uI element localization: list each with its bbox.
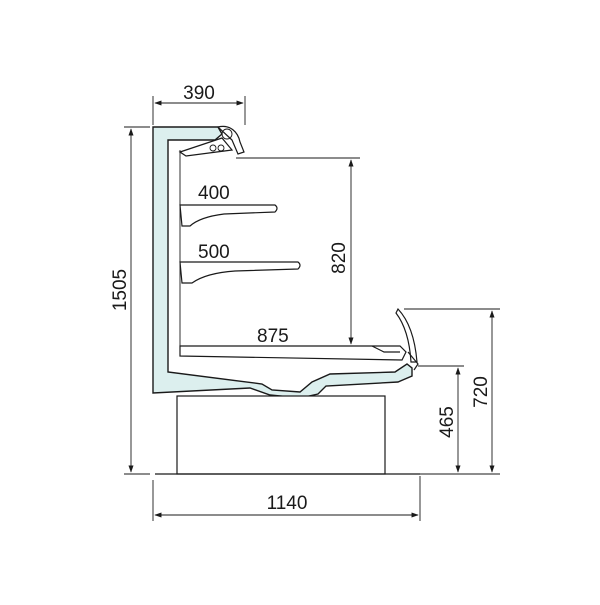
- canopy-hinge: [216, 125, 245, 155]
- dim-390-label: 390: [183, 83, 215, 104]
- dim-465-label: 465: [437, 406, 458, 438]
- dim-1505-label: 1505: [110, 269, 131, 311]
- hinge-pin: [221, 128, 233, 140]
- base-depth-label: 875: [257, 326, 289, 347]
- canopy-light: [178, 137, 234, 157]
- dim-820-label: 820: [329, 242, 350, 274]
- dim-720-label: 720: [471, 376, 492, 408]
- base-plinth: [176, 395, 386, 475]
- light-bulb-2: [217, 144, 225, 152]
- shelf-2: [179, 261, 301, 284]
- base-deck: [179, 345, 407, 361]
- shelf-1-label: 400: [198, 183, 230, 204]
- front-bumper: [407, 351, 419, 371]
- front-glass: [395, 307, 418, 363]
- front-rail: [371, 345, 400, 353]
- dim-1140-label: 1140: [267, 493, 308, 514]
- shelf-1: [179, 204, 278, 227]
- light-bulb-1: [209, 144, 217, 152]
- shelf-2-label: 500: [198, 242, 230, 263]
